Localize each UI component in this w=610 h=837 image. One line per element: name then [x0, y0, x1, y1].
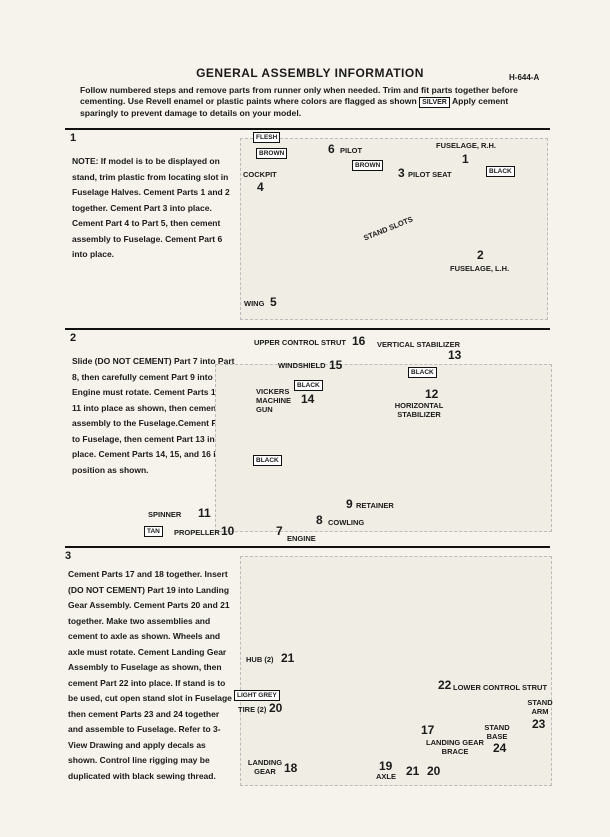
tire-label: TIRE (2): [238, 705, 267, 714]
part-4-number: 4: [257, 180, 264, 194]
fuselage-rh-label: FUSELAGE, R.H.: [436, 141, 497, 150]
black-flag: BLACK: [486, 166, 515, 177]
part-22-number: 22: [438, 678, 452, 692]
intro-text: Follow numbered steps and remove parts f…: [80, 85, 518, 106]
brown-flag-2: BROWN: [352, 160, 384, 171]
step1-divider: [65, 128, 550, 130]
step1-text: NOTE: If model is to be displayed on sta…: [72, 156, 230, 259]
step2-divider: [65, 328, 550, 330]
landing-gear-brace-label: LANDING GEAR BRACE: [426, 738, 484, 756]
part-13-number: 13: [448, 348, 462, 362]
part-8-number: 8: [316, 513, 323, 527]
hub-label: HUB (2): [246, 655, 274, 664]
axle-label: AXLE: [376, 772, 397, 781]
step1-number: 1: [70, 132, 77, 144]
black-flag-gun: BLACK: [294, 380, 323, 391]
stand-base-label: STAND BASE: [484, 723, 510, 741]
part-2-number: 2: [477, 248, 484, 262]
part-19-number: 19: [379, 759, 393, 773]
retainer-label: RETAINER: [356, 501, 394, 510]
intro-paragraph: Follow numbered steps and remove parts f…: [80, 85, 548, 119]
part-21-number: 21: [281, 651, 295, 665]
spinner-label: SPINNER: [148, 510, 182, 519]
tan-flag: TAN: [144, 526, 163, 537]
part-10-number: 10: [221, 524, 235, 538]
light-grey-flag: LIGHT GREY: [234, 690, 280, 701]
part-17-number: 17: [421, 723, 435, 737]
horizontal-stab-label: HORIZONTAL STABILIZER: [394, 401, 444, 419]
lower-strut-label: LOWER CONTROL STRUT: [453, 683, 548, 692]
part-20b-number: 20: [427, 764, 441, 778]
part-11-number: 11: [198, 506, 211, 520]
cowling-label: COWLING: [328, 518, 365, 527]
landing-gear-label: LANDING GEAR: [247, 758, 283, 776]
part-15-number: 15: [329, 358, 343, 372]
part-7-number: 7: [276, 524, 283, 538]
step3-divider: [65, 546, 550, 548]
fuselage-lh-label: FUSELAGE, L.H.: [450, 264, 510, 273]
step3-number: 3: [65, 550, 72, 562]
windshield-label: WINDSHIELD: [278, 361, 326, 370]
part-16-number: 16: [352, 334, 366, 348]
part-6-number: 6: [328, 142, 335, 156]
part-5-number: 5: [270, 295, 277, 309]
wing-label: WING: [244, 299, 265, 308]
step2-number: 2: [70, 332, 77, 344]
part-3-number: 3: [398, 166, 405, 180]
vertical-stab-label: VERTICAL STABILIZER: [377, 340, 461, 349]
black-flag-vstab: BLACK: [408, 367, 437, 378]
sheet-code: H-644-A: [509, 73, 540, 82]
step3-text: Cement Parts 17 and 18 together. Insert …: [68, 569, 232, 781]
engine-label: ENGINE: [287, 534, 316, 543]
pilot-seat-label: PILOT SEAT: [408, 170, 452, 179]
part-1-number: 1: [462, 152, 469, 166]
page-title: GENERAL ASSEMBLY INFORMATION: [196, 66, 424, 80]
vickers-label: VICKERS MACHINE GUN: [256, 387, 291, 414]
intro-text-end: Apply cement sparingly to prevent damage…: [80, 95, 509, 118]
step3-illustration: [240, 556, 552, 786]
part-18-number: 18: [284, 761, 298, 775]
part-24-number: 24: [493, 741, 507, 755]
black-flag-engine: BLACK: [253, 455, 282, 466]
pilot-label: PILOT: [340, 146, 363, 155]
part-9-number: 9: [346, 497, 353, 511]
stand-arm-label: STAND ARM: [527, 698, 553, 716]
part-14-number: 14: [301, 392, 315, 406]
brown-flag: BROWN: [256, 148, 288, 159]
part-12-number: 12: [425, 387, 439, 401]
part-21b-number: 21: [406, 764, 420, 778]
part-20-number: 20: [269, 701, 283, 715]
step2-illustration: [215, 364, 552, 532]
silver-flag: SILVER: [419, 96, 450, 108]
step2-text: Slide (DO NOT CEMENT) Part 7 into Part 8…: [72, 356, 240, 475]
flesh-flag: FLESH: [253, 132, 281, 143]
cockpit-label: COCKPIT: [243, 170, 277, 179]
upper-strut-label: UPPER CONTROL STRUT: [254, 338, 346, 347]
part-23-number: 23: [532, 717, 546, 731]
propeller-label: PROPELLER: [174, 528, 220, 537]
